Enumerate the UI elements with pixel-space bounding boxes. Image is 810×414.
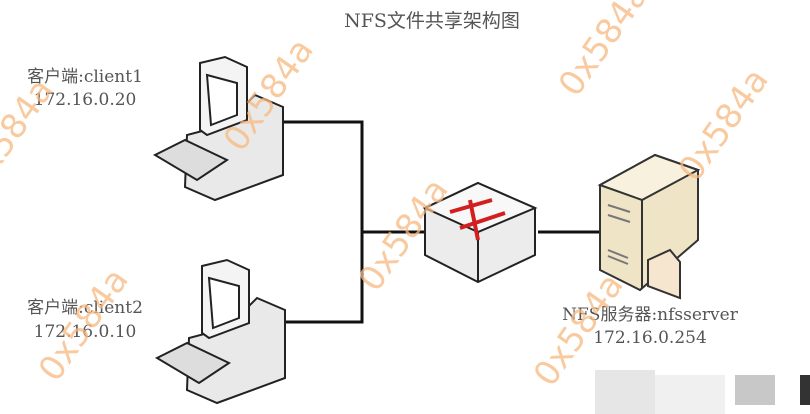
client2-ip: 172.16.0.10 bbox=[33, 322, 137, 342]
switch-icon bbox=[422, 181, 538, 284]
diagram-title: NFS文件共享架构图 bbox=[344, 10, 520, 32]
client1-name: 客户端:client1 bbox=[27, 67, 143, 87]
server-icon bbox=[597, 153, 701, 300]
line-client1 bbox=[280, 120, 364, 232]
line-client2 bbox=[282, 232, 364, 324]
blurred-region bbox=[595, 370, 810, 414]
connection-lines bbox=[280, 120, 602, 324]
client1-ip: 172.16.0.20 bbox=[33, 90, 137, 110]
computer-icon-client1 bbox=[152, 55, 284, 202]
computer-icon-client2 bbox=[154, 258, 286, 405]
server-name: NFS服务器:nfsserver bbox=[562, 305, 738, 325]
server-ip: 172.16.0.254 bbox=[593, 328, 707, 348]
client2-name: 客户端:client2 bbox=[27, 298, 143, 318]
